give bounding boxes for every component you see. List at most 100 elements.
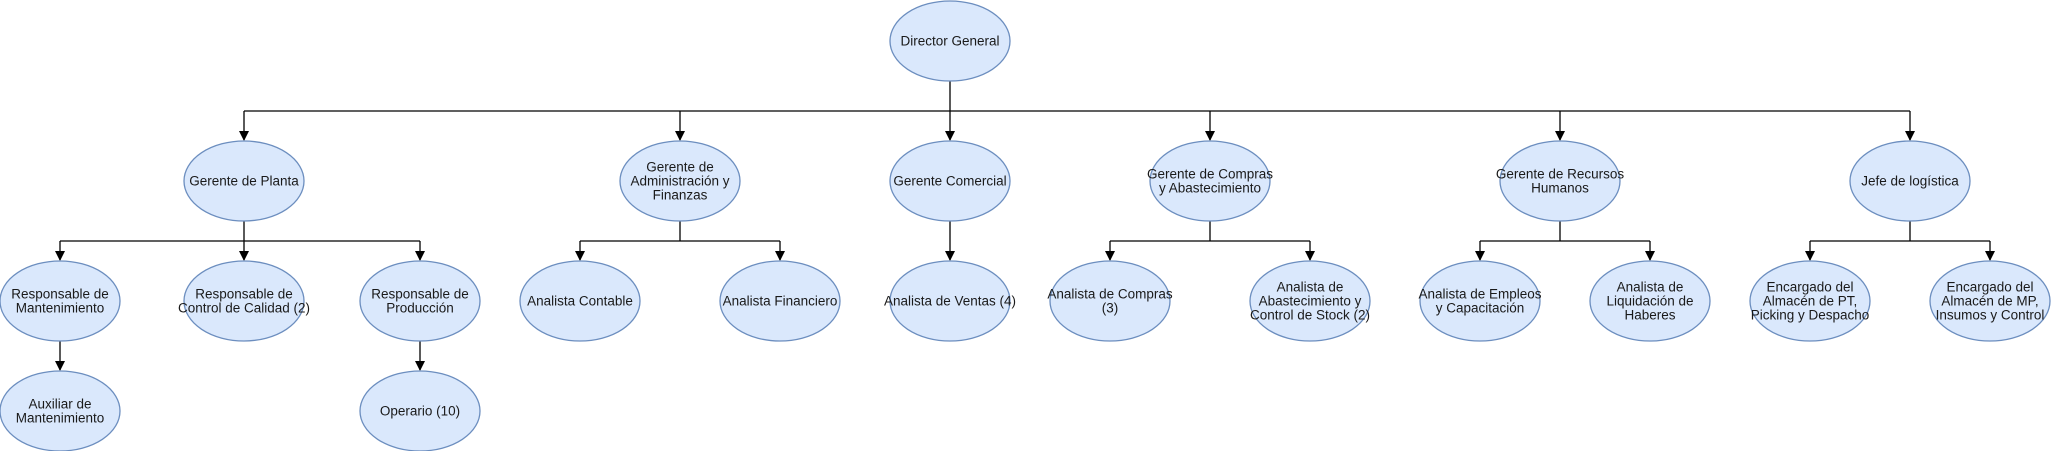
node-label-gerente-comercial: Gerente Comercial [893,174,1006,189]
node-label-line: Finanzas [653,188,708,203]
node-shape-jefe-logistica [1849,140,1971,222]
node-label-line: y Capacitación [1436,301,1525,316]
edge-group-director-general [239,81,1915,141]
node-analista-compras: Analista de Compras(3) [1047,260,1173,342]
node-label-line: Encargado del [1946,280,2033,295]
node-label-line: Responsable de [11,287,109,302]
node-label-line: Analista de Ventas (4) [884,294,1016,309]
node-label-analista-ventas: Analista de Ventas (4) [884,294,1016,309]
node-shape-analista-financiero [719,260,841,342]
node-label-line: Director General [900,34,999,49]
node-shape-resp-produccion [359,260,481,342]
node-label-line: Analista de Compras [1047,287,1173,302]
edge-group-gerente-compras [1105,221,1315,261]
connector-lines [55,81,1995,371]
edge-group-gerente-rrhh [1475,221,1655,261]
node-label-line: Analista de [1277,280,1344,295]
node-label-line: Mantenimiento [16,411,105,426]
node-label-line: Analista Contable [527,294,633,309]
node-label-line: Auxiliar de [28,397,91,412]
node-label-line: Picking y Despacho [1751,308,1870,323]
node-label-director-general: Director General [900,34,999,49]
node-label-line: (3) [1102,301,1119,316]
node-label-line: Administración y [630,174,729,189]
node-analista-ventas: Analista de Ventas (4) [884,260,1016,342]
node-label-line: Mantenimiento [16,301,105,316]
node-shape-gerente-admin [619,140,741,222]
node-label-operario: Operario (10) [380,404,460,419]
node-shape-analista-contable [519,260,641,342]
node-label-line: Responsable de [371,287,469,302]
node-label-gerente-planta: Gerente de Planta [189,174,299,189]
node-shape-gerente-compras [1149,140,1271,222]
node-label-line: Jefe de logística [1861,174,1959,189]
node-label-line: Almacén de MP, [1941,294,2038,309]
node-jefe-logistica: Jefe de logística [1849,140,1971,222]
node-shape-analista-empleos [1419,260,1541,342]
node-shape-resp-calidad [183,260,305,342]
node-label-line: y Abastecimiento [1159,181,1261,196]
node-operario: Operario (10) [359,370,481,451]
node-shape-auxiliar-mantenimiento [0,370,121,451]
node-gerente-comercial: Gerente Comercial [889,140,1011,222]
node-label-line: Producción [386,301,454,316]
node-shape-analista-abastecimiento [1249,260,1371,342]
node-label-line: Encargado del [1766,280,1853,295]
node-shape-gerente-comercial [889,140,1011,222]
node-label-analista-compras: Analista de Compras(3) [1047,287,1173,316]
node-label-line: Abastecimiento y [1259,294,1362,309]
edge-group-jefe-logistica [1805,221,1995,261]
node-analista-financiero: Analista Financiero [719,260,841,342]
node-label-line: Control de Stock (2) [1250,308,1370,323]
node-label-jefe-logistica: Jefe de logística [1861,174,1959,189]
node-label-analista-financiero: Analista Financiero [723,294,838,309]
node-shape-operario [359,370,481,451]
node-label-line: Analista Financiero [723,294,838,309]
node-shape-director-general [889,0,1011,82]
node-shape-resp-mantenimiento [0,260,121,342]
node-gerente-planta: Gerente de Planta [183,140,305,222]
node-label-line: Haberes [1624,308,1675,323]
node-shape-analista-compras [1049,260,1171,342]
node-label-line: Gerente de [646,160,714,175]
node-label-line: Gerente de Recursos [1496,167,1625,182]
node-shape-analista-liquidacion [1589,260,1711,342]
node-label-line: Liquidación de [1606,294,1693,309]
node-shape-gerente-planta [183,140,305,222]
node-analista-contable: Analista Contable [519,260,641,342]
edge-group-gerente-planta [55,221,425,261]
node-label-analista-contable: Analista Contable [527,294,633,309]
node-shape-encargado-mp [1929,260,2051,342]
node-director-general: Director General [889,0,1011,82]
node-shape-gerente-rrhh [1499,140,1621,222]
node-label-line: Insumos y Control [1936,308,2045,323]
node-label-line: Operario (10) [380,404,460,419]
node-label-line: Gerente de Compras [1147,167,1273,182]
node-label-line: Almacén de PT, [1763,294,1858,309]
